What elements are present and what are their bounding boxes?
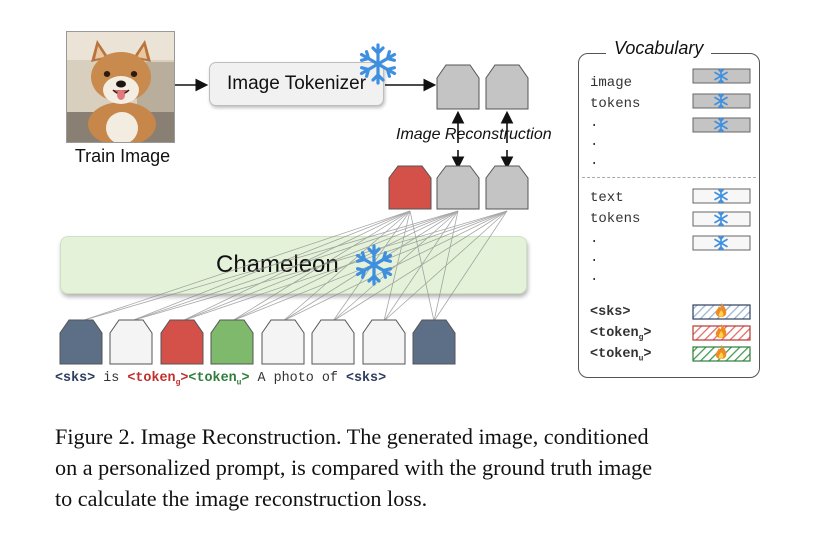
prompt-token-g: <tokeng>: [127, 371, 189, 388]
image-reconstruction-label: Image Reconstruction: [396, 126, 552, 143]
diagram-graphics: [59, 43, 751, 365]
snowflake-icon: [359, 43, 397, 85]
vocabulary-divider: [582, 177, 756, 178]
token-connection-lines: [80, 210, 508, 322]
prompt-is: is: [95, 371, 128, 386]
vocab-token-g-label: <tokeng>: [590, 326, 652, 343]
prompt-middle: A photo of: [249, 371, 346, 386]
chameleon-model-box: [60, 236, 527, 294]
input-prompt-tokens: [59, 319, 456, 365]
figure: Train Image Image Tokenizer Image Recons…: [55, 31, 760, 388]
dog-photo: [67, 32, 174, 142]
vocab-image-tokens-line1: image: [590, 75, 633, 91]
prompt-sks-token: <sks>: [55, 371, 96, 386]
caption-line: to calculate the image reconstruction lo…: [55, 486, 428, 511]
vocab-dot: .: [590, 115, 599, 131]
prompt-text: <sks> is <tokeng><tokenu> A photo of <sk…: [55, 371, 386, 388]
prompt-sks-token: <sks>: [345, 371, 387, 386]
vocab-dot: .: [590, 231, 599, 247]
vocab-text-tokens-line2: tokens: [590, 211, 641, 227]
vocab-dot: .: [590, 250, 599, 266]
vocab-image-embeddings: [692, 68, 751, 133]
image-tokenizer-label: Image Tokenizer: [226, 73, 367, 94]
vocab-dot: .: [590, 269, 599, 285]
vocabulary-title: Vocabulary: [606, 38, 712, 59]
vocab-sks-label: <sks>: [590, 305, 631, 320]
train-image-label: Train Image: [74, 146, 171, 166]
tokenized-image-tokens: [436, 64, 529, 110]
vocab-dot: .: [590, 153, 599, 169]
generated-output-tokens: [388, 165, 529, 210]
caption-line: on a personalized prompt, is compared wi…: [55, 455, 653, 480]
vocab-dot: .: [590, 134, 599, 150]
vocab-image-tokens-line2: tokens: [590, 96, 641, 112]
vocab-text-tokens-line1: text: [590, 190, 624, 206]
snowflake-icon: [355, 244, 393, 286]
vocab-token-u-label: <tokenu>: [590, 347, 652, 364]
prompt-token-u: <tokenu>: [188, 371, 250, 388]
image-tokenizer-box: Image Tokenizer: [209, 62, 384, 106]
train-image-photo: [66, 31, 175, 143]
caption-line: Figure 2. Image Reconstruction. The gene…: [55, 424, 649, 449]
figure-caption: Figure 2. Image Reconstruction. The gene…: [55, 421, 775, 514]
